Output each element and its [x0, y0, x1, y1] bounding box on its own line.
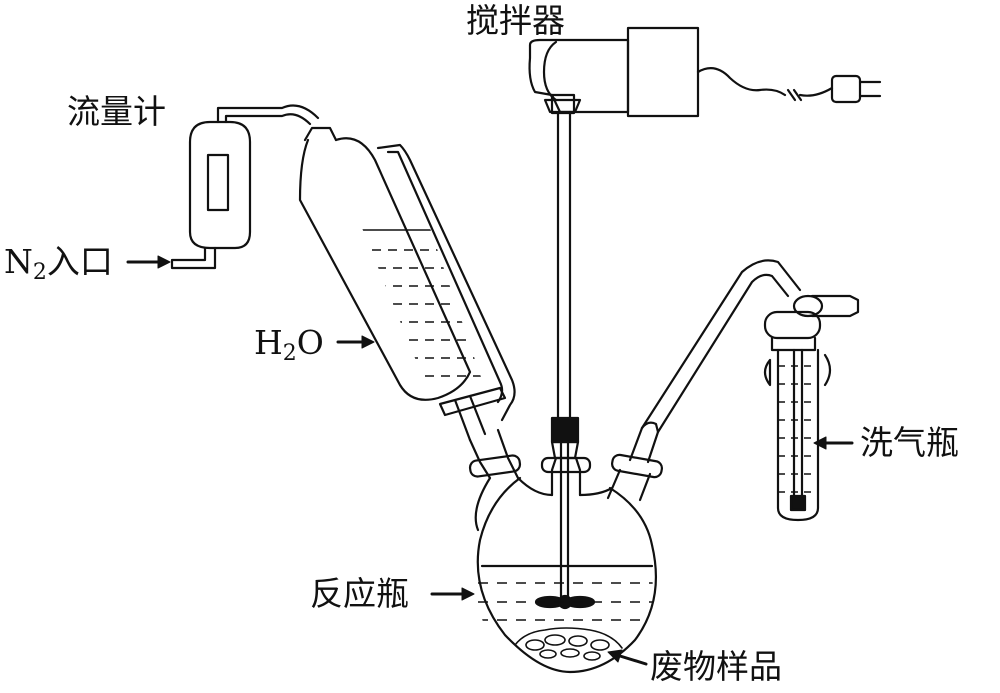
power-cord: [696, 67, 882, 104]
water-h: H: [254, 323, 283, 362]
stirrer-motor: [528, 26, 700, 118]
n2-inlet-text: 入口: [46, 242, 113, 281]
stirrer-blades: [534, 594, 596, 610]
stirrer-shaft: [556, 110, 572, 602]
water-o: O: [296, 323, 324, 362]
n2-inlet-label: N2入口: [4, 245, 113, 284]
n2-subscript: 2: [32, 260, 47, 285]
waste-sample-pile: [514, 627, 623, 661]
bottle-liquid: [778, 365, 818, 493]
waste-sample-label: 废物样品: [650, 647, 782, 686]
transfer-tube: [628, 259, 860, 464]
stopper: [550, 416, 580, 460]
gas-washing-bottle: [763, 310, 832, 522]
reaction-flask-label: 反应瓶: [310, 574, 409, 613]
flowmeter: [170, 104, 320, 270]
funnel-water: [362, 249, 482, 377]
stirrer-label: 搅拌器: [466, 1, 565, 40]
dropping-funnel: [298, 126, 516, 442]
water-subscript: 2: [282, 341, 297, 366]
n2-symbol: N: [4, 242, 33, 281]
reaction-flask: [468, 428, 664, 674]
gas-washing-bottle-label: 洗气瓶: [860, 423, 959, 462]
flowmeter-label: 流量计: [67, 92, 166, 131]
water-label: H2O: [254, 326, 324, 365]
arrows: [126, 255, 854, 666]
